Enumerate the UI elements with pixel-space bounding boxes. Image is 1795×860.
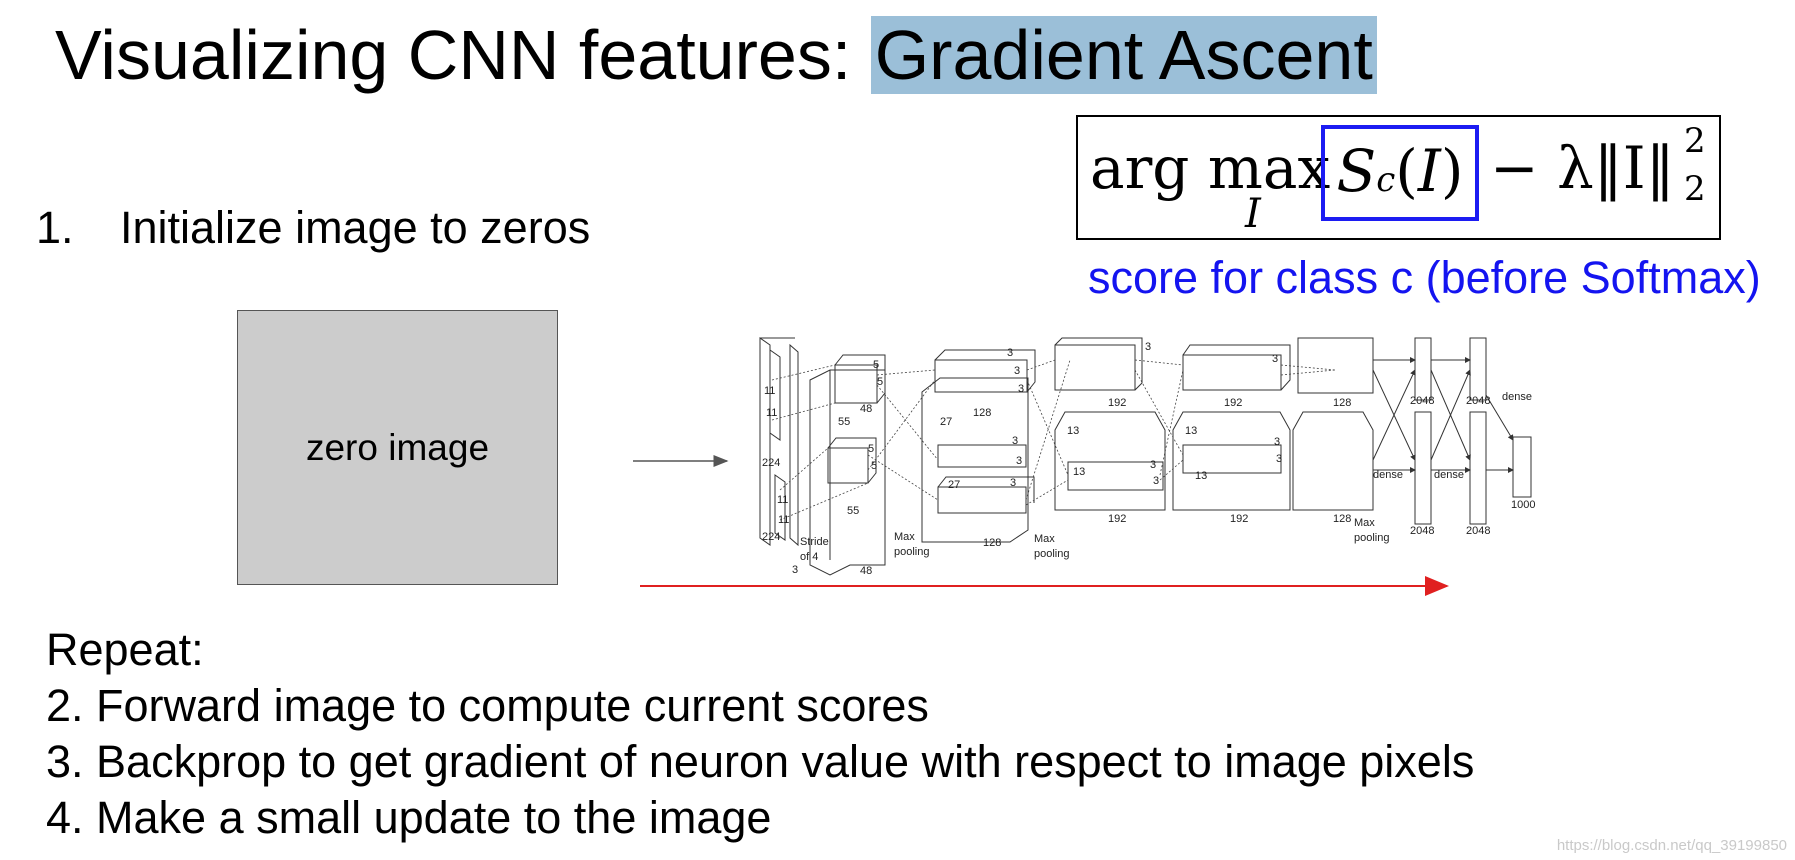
kernel-label: 3 <box>1018 383 1024 395</box>
zero-image: zero image <box>237 310 558 585</box>
dim-label: 13 <box>1195 470 1207 482</box>
dim-label: 128 <box>1333 513 1351 525</box>
stride-label: Stride <box>800 536 829 548</box>
formula-regularizer: − λ‖I‖ <box>1490 134 1675 202</box>
dim-label: 1000 <box>1511 499 1535 511</box>
maxpool-label: Max <box>1354 517 1375 529</box>
dim-label: 27 <box>940 416 952 428</box>
formula-score-term: Sc(I) <box>1321 125 1479 221</box>
dense-label: dense <box>1502 391 1532 403</box>
kernel-label: 3 <box>1012 435 1018 447</box>
dim-label: 48 <box>860 403 872 415</box>
maxpool-label: pooling <box>894 546 929 558</box>
objective-formula: arg max I Sc(I) − λ‖I‖ 2 2 <box>1076 115 1721 240</box>
slide-title: Visualizing CNN features: Gradient Ascen… <box>55 14 1377 96</box>
kernel-label: 3 <box>1007 347 1013 359</box>
dim-label: 3 <box>792 564 798 576</box>
kernel-label: 3 <box>1014 365 1020 377</box>
dim-label: 13 <box>1073 466 1085 478</box>
dim-label: 2048 <box>1466 395 1490 407</box>
conv3-volume <box>1054 344 1136 391</box>
dim-label: 224 <box>762 531 780 543</box>
score-caption: score for class c (before Softmax) <box>1088 252 1761 303</box>
dim-label: 13 <box>1067 425 1079 437</box>
zero-image-label: zero image <box>305 426 490 468</box>
conv1-volume <box>809 369 886 576</box>
dense-label: dense <box>1373 469 1403 481</box>
step-2: 2. Forward image to compute current scor… <box>46 680 929 731</box>
dim-label: 55 <box>838 416 850 428</box>
dim-label: 48 <box>860 565 872 577</box>
dim-label: 5 <box>868 443 874 455</box>
kernel-label: 3 <box>1153 475 1159 487</box>
step-4: 4. Make a small update to the image <box>46 792 772 843</box>
dim-label: 128 <box>1333 397 1351 409</box>
step-3: 3. Backprop to get gradient of neuron va… <box>46 736 1475 787</box>
step-1-number: 1. <box>36 202 74 253</box>
output-layer <box>1512 436 1532 498</box>
formula-argmax: arg max <box>1090 134 1331 202</box>
dense-label: dense <box>1434 469 1464 481</box>
formula-subscript: 2 <box>1684 169 1706 209</box>
dim-label: 55 <box>847 505 859 517</box>
conv2-volume <box>921 377 1029 543</box>
dim-label: 11 <box>777 494 788 506</box>
dim-label: 11 <box>764 385 775 397</box>
watermark: https://blog.csdn.net/qq_39199850 <box>1556 837 1787 854</box>
maxpool-label: pooling <box>1034 548 1069 560</box>
conv4-volume <box>1182 354 1282 391</box>
dim-label: 2048 <box>1410 395 1434 407</box>
dim-label: 5 <box>871 460 877 472</box>
kernel-label: 3 <box>1274 436 1280 448</box>
kernel-label: 3 <box>1016 455 1022 467</box>
stride-label: of 4 <box>800 551 818 563</box>
dim-label: 224 <box>762 457 780 469</box>
title-highlight: Gradient Ascent <box>870 16 1377 94</box>
formula-variable: I <box>1245 191 1261 237</box>
dim-label: 13 <box>1185 425 1197 437</box>
maxpool-label: Max <box>894 531 915 543</box>
dim-label: 2048 <box>1466 525 1490 537</box>
kernel-label: 3 <box>1010 477 1016 489</box>
dim-label: 5 <box>877 376 883 388</box>
kernel-label: 3 <box>1276 453 1282 465</box>
kernel-label: 3 <box>1272 353 1278 365</box>
conv5-volume <box>1297 337 1374 394</box>
kernel-label: 3 <box>1145 341 1151 353</box>
dense-layer-2 <box>1469 337 1487 401</box>
dim-label: 128 <box>973 407 991 419</box>
dim-label: 192 <box>1108 513 1126 525</box>
dim-label: 192 <box>1224 397 1242 409</box>
repeat-heading: Repeat: <box>46 624 204 675</box>
dense-layer-1 <box>1414 337 1432 401</box>
step-1-text: Initialize image to zeros <box>120 202 591 253</box>
repeat-steps: Repeat: 2. Forward image to compute curr… <box>46 622 1474 846</box>
dim-label: 2048 <box>1410 525 1434 537</box>
dim-label: 128 <box>983 537 1001 549</box>
input-volume <box>759 337 771 546</box>
dim-label: 11 <box>766 407 777 419</box>
dim-label: 11 <box>778 514 789 526</box>
kernel-label: 3 <box>1150 459 1156 471</box>
dim-label: 192 <box>1230 513 1248 525</box>
dim-label: 5 <box>873 359 879 371</box>
maxpool-label: pooling <box>1354 532 1389 544</box>
maxpool-label: Max <box>1034 533 1055 545</box>
title-prefix: Visualizing CNN features: <box>55 16 871 94</box>
formula-superscript: 2 <box>1684 121 1706 161</box>
step-1: 1. Initialize image to zeros <box>36 200 590 256</box>
dim-label: 27 <box>948 479 960 491</box>
dim-label: 192 <box>1108 397 1126 409</box>
